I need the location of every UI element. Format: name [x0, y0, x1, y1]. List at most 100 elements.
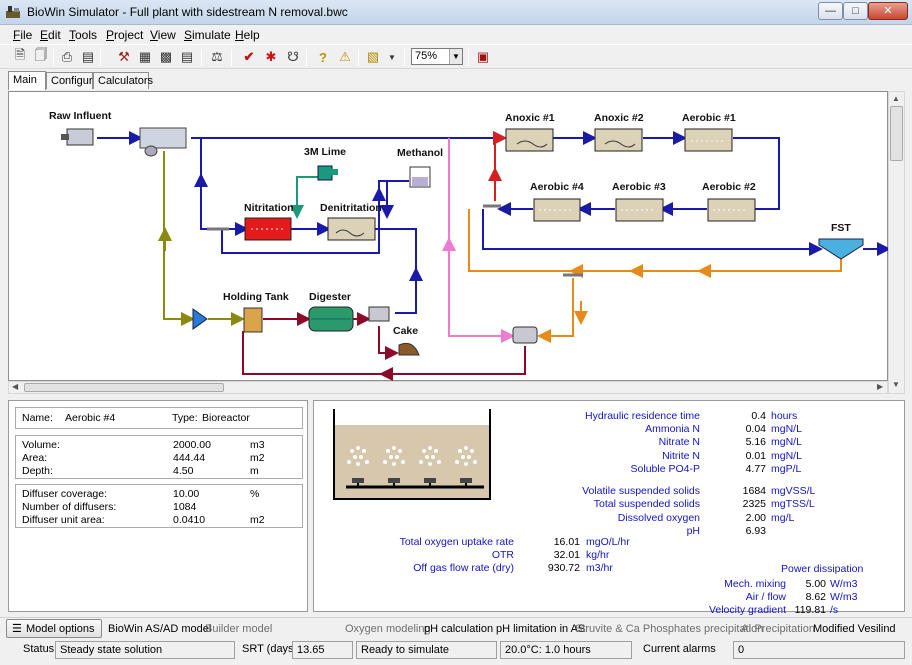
denitritation-unit[interactable] — [327, 217, 376, 241]
maximize-button[interactable]: □ — [843, 2, 868, 20]
new-file-icon[interactable]: 🗎 — [14, 47, 26, 62]
menu-project[interactable]: Project — [106, 28, 144, 42]
hrt-unit: hours — [771, 410, 798, 422]
help-icon[interactable]: ? — [319, 49, 327, 65]
menu-view[interactable]: View — [150, 28, 176, 42]
air-flow-value: 8.62 — [805, 591, 826, 603]
number-of-diffusers-value: 1084 — [173, 501, 197, 513]
close-button[interactable]: ✕ — [868, 2, 908, 20]
diffuser-box: Diffuser coverage: 10.00 % Number of dif… — [15, 484, 303, 528]
depth-value: 4.50 — [173, 465, 194, 477]
menu-edit[interactable]: Edit — [40, 28, 61, 42]
scroll-up-arrow-icon[interactable]: ▲ — [892, 94, 900, 103]
splitter-unit[interactable] — [192, 308, 208, 330]
fst-unit[interactable] — [818, 238, 864, 260]
diffuser-unit-area-label: Diffuser unit area: — [22, 514, 105, 526]
nitrite-value: 0.01 — [745, 450, 766, 462]
anoxic2-unit[interactable] — [594, 128, 643, 152]
label-methanol: Methanol — [397, 147, 444, 159]
alarms-value-box: 0 — [733, 641, 905, 659]
aerobic3-unit[interactable] — [615, 198, 664, 222]
our-value: 16.01 — [553, 536, 580, 548]
scroll-thumb[interactable] — [24, 383, 224, 392]
window-title: BioWin Simulator - Full plant with sides… — [27, 5, 348, 19]
srt-label: SRT (days) — [242, 643, 298, 655]
simulate-icon[interactable]: ⚖ — [211, 49, 223, 64]
check-icon[interactable]: ✔ — [243, 49, 255, 64]
ready-box: Ready to simulate — [356, 641, 497, 659]
flowsheet-drawing[interactable] — [9, 92, 889, 382]
velocity-gradient-value: 119.81 — [794, 604, 826, 616]
notes-icon[interactable]: ▧ — [366, 49, 380, 64]
menu-tools[interactable]: Tools — [69, 28, 98, 42]
aerobic2-unit[interactable] — [707, 198, 756, 222]
air-flow-unit: W/m3 — [830, 591, 858, 603]
dynamic-icon[interactable]: ☋ — [287, 49, 299, 64]
volume-value: 2000.00 — [173, 439, 211, 451]
status-value-box: Steady state solution — [55, 641, 235, 659]
holding-tank-unit[interactable] — [243, 307, 263, 333]
primary-clarifier-unit[interactable] — [139, 127, 187, 157]
label-raw-influent: Raw Influent — [49, 110, 112, 122]
label-aerobic-3: Aerobic #3 — [612, 181, 666, 193]
menu-file[interactable]: File — [13, 28, 33, 42]
toolbar-separator — [231, 49, 232, 66]
aerobic1-unit[interactable] — [684, 128, 733, 152]
tab-calculators[interactable]: Calculators — [93, 72, 153, 89]
results-panel: Hydraulic residence time 0.4 hours Ammon… — [313, 400, 905, 616]
table-icon[interactable]: ▦ — [138, 49, 152, 64]
label-denitritation: Denitritation — [320, 202, 382, 214]
nitritation-unit[interactable] — [244, 217, 292, 241]
toolbar-separator — [404, 49, 405, 66]
album-icon[interactable]: ▩ — [159, 49, 173, 64]
do-label: Dissolved oxygen — [617, 512, 700, 524]
volume-unit: m3 — [250, 439, 265, 451]
model-options-button[interactable]: ☰ Model options ... — [6, 619, 102, 647]
hrt-value: 0.4 — [751, 410, 766, 422]
menu-help[interactable]: Help — [235, 28, 260, 42]
print-icon[interactable]: ⎙ — [61, 49, 73, 64]
layout-icon[interactable]: ▣ — [476, 49, 490, 64]
scroll-left-arrow-icon[interactable]: ◀ — [12, 382, 19, 391]
status-label: Status — [23, 643, 55, 655]
alarm-icon[interactable]: ⚠ — [339, 49, 351, 64]
digester-unit[interactable] — [308, 306, 354, 332]
raw-influent-unit[interactable] — [61, 128, 94, 146]
methanol-unit[interactable] — [409, 166, 431, 188]
minimize-button[interactable]: — — [818, 2, 843, 20]
cake-pump-unit[interactable] — [512, 326, 538, 344]
pasteboard-icon[interactable]: ▤ — [81, 49, 95, 64]
chevron-down-icon[interactable]: ▼ — [449, 49, 462, 64]
dewatering-unit[interactable] — [368, 306, 390, 322]
offgas-label: Off gas flow rate (dry) — [413, 562, 514, 574]
model-bioWin-asad: BioWin AS/AD model — [108, 623, 212, 635]
vertical-scrollbar[interactable]: ▲ ▼ — [888, 91, 905, 394]
number-of-diffusers-label: Number of diffusers: — [22, 501, 117, 513]
scroll-down-arrow-icon[interactable]: ▼ — [892, 380, 900, 389]
open-file-icon[interactable]: 🗍 — [34, 47, 48, 62]
horizontal-scrollbar[interactable]: ◀ ▶ — [8, 381, 888, 394]
tss-unit: mgTSS/L — [771, 498, 815, 510]
aerobic4-unit[interactable] — [533, 198, 581, 222]
chart-icon[interactable]: ▤ — [180, 49, 194, 64]
label-aerobic-4: Aerobic #4 — [530, 181, 584, 193]
flowsheet-canvas[interactable]: Raw Influent 3M Lime Methanol Nitritatio… — [8, 91, 889, 382]
tools-icon[interactable]: ⚒ — [118, 49, 130, 64]
scroll-right-arrow-icon[interactable]: ▶ — [877, 382, 884, 391]
scroll-thumb[interactable] — [890, 106, 903, 161]
tab-configure[interactable]: Configure — [46, 72, 99, 89]
cake-unit[interactable] — [398, 342, 420, 356]
ph-value: 6.93 — [745, 525, 766, 537]
chevron-down-icon[interactable]: ▼ — [388, 52, 396, 62]
velocity-gradient-unit: /s — [830, 604, 839, 616]
label-anoxic-1: Anoxic #1 — [505, 112, 555, 124]
lime-unit[interactable] — [317, 165, 338, 181]
tab-main[interactable]: Main — [8, 71, 46, 90]
menu-simulate[interactable]: Simulate — [184, 28, 231, 42]
zoom-select[interactable]: 75%▼ — [411, 48, 463, 65]
tss-label: Total suspended solids — [593, 498, 700, 510]
anoxic1-unit[interactable] — [505, 128, 554, 152]
model-ph-calculation: pH calculation — [424, 623, 494, 635]
steady-state-icon[interactable]: ✱ — [265, 49, 277, 64]
splitter-tee[interactable] — [207, 204, 583, 277]
